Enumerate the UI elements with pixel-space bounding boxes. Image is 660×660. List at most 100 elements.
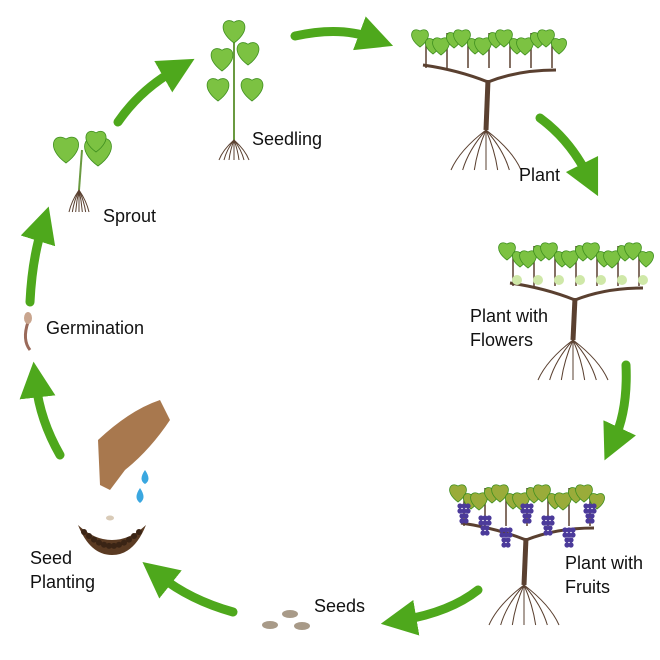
leaf xyxy=(222,20,246,44)
germinating-seed-root xyxy=(23,321,32,351)
label-germination: Germination xyxy=(46,318,144,338)
leaf xyxy=(582,242,600,261)
label-seedling: Seedling xyxy=(252,129,322,149)
leaf xyxy=(519,250,537,269)
leaf xyxy=(453,29,471,48)
flower-cluster xyxy=(554,275,564,285)
cycle-arrow-7 xyxy=(20,206,56,307)
seed-planting-illustration xyxy=(78,400,170,555)
seed xyxy=(282,610,298,618)
grape xyxy=(486,515,492,521)
grape xyxy=(545,520,551,526)
water-drops xyxy=(136,470,149,503)
soil-grain xyxy=(126,536,132,543)
flower-cluster xyxy=(638,275,648,285)
leaf xyxy=(624,242,642,261)
grape xyxy=(549,515,555,521)
grape xyxy=(583,503,589,509)
flower-cluster xyxy=(575,275,585,285)
grape xyxy=(461,503,467,509)
plant-illustration xyxy=(411,29,567,171)
grape xyxy=(503,527,509,533)
grape xyxy=(543,530,549,536)
falling-seed xyxy=(106,515,114,521)
leaf xyxy=(240,78,264,102)
vine-trunk xyxy=(483,79,491,131)
leaf xyxy=(638,251,654,268)
label-fruits-line1: Plant with xyxy=(565,553,643,573)
root xyxy=(572,339,586,381)
grape xyxy=(568,542,574,548)
grape xyxy=(524,508,530,514)
root xyxy=(233,139,240,161)
root xyxy=(500,584,525,626)
root xyxy=(228,139,235,161)
label-fruits-line2: Fruits xyxy=(565,577,610,597)
grape xyxy=(522,518,528,524)
grape xyxy=(585,518,591,524)
grape xyxy=(459,513,465,519)
leaf xyxy=(236,42,260,66)
soil-grain xyxy=(131,532,137,539)
root xyxy=(223,139,235,161)
grape xyxy=(480,525,486,531)
grape xyxy=(564,542,570,548)
root xyxy=(511,584,525,626)
grape xyxy=(543,525,549,531)
root xyxy=(485,129,499,171)
leaf xyxy=(537,29,555,48)
label-planting-line1: Seed xyxy=(30,548,72,568)
leaf xyxy=(516,37,534,56)
grape xyxy=(566,527,572,533)
grape xyxy=(528,503,534,509)
sprout-illustration xyxy=(53,131,112,213)
root xyxy=(485,129,522,171)
grape xyxy=(522,513,528,519)
leaf xyxy=(470,492,488,511)
illustrations xyxy=(23,20,654,630)
seed xyxy=(262,621,278,629)
grape xyxy=(541,520,547,526)
grape xyxy=(591,508,597,514)
root xyxy=(473,129,487,171)
label-plant: Plant xyxy=(519,165,560,185)
hand xyxy=(98,400,170,490)
leaf xyxy=(603,250,621,269)
label-seeds: Seeds xyxy=(314,596,365,616)
soil-grain xyxy=(106,542,112,549)
grape xyxy=(589,513,595,519)
grape xyxy=(526,518,532,524)
grape xyxy=(486,520,492,526)
root xyxy=(462,129,487,171)
root xyxy=(485,129,510,171)
grape xyxy=(465,508,471,514)
grape xyxy=(480,530,486,536)
grape xyxy=(524,503,530,509)
soil-grain xyxy=(121,539,127,546)
soil-grain xyxy=(91,536,97,543)
grape xyxy=(589,518,595,524)
label-flowers-line2: Flowers xyxy=(470,330,533,350)
cycle-arrow-2 xyxy=(535,113,599,197)
grape xyxy=(463,518,469,524)
cycle-arrow-5 xyxy=(142,561,238,617)
leaf xyxy=(491,484,509,503)
grape xyxy=(478,520,484,526)
grape xyxy=(499,527,505,533)
grape xyxy=(564,537,570,543)
root xyxy=(537,339,574,381)
soil-grain xyxy=(116,541,122,548)
grape xyxy=(583,508,589,514)
root xyxy=(523,584,537,626)
grape xyxy=(585,513,591,519)
seedling-illustration xyxy=(206,20,264,161)
soil-grain xyxy=(111,542,117,549)
grape xyxy=(591,503,597,509)
soil-grain xyxy=(101,541,107,548)
grape xyxy=(570,532,576,538)
grape xyxy=(457,508,463,514)
flower-cluster xyxy=(512,275,522,285)
grape xyxy=(503,532,509,538)
fruits-illustration xyxy=(449,484,605,626)
root xyxy=(78,189,90,213)
